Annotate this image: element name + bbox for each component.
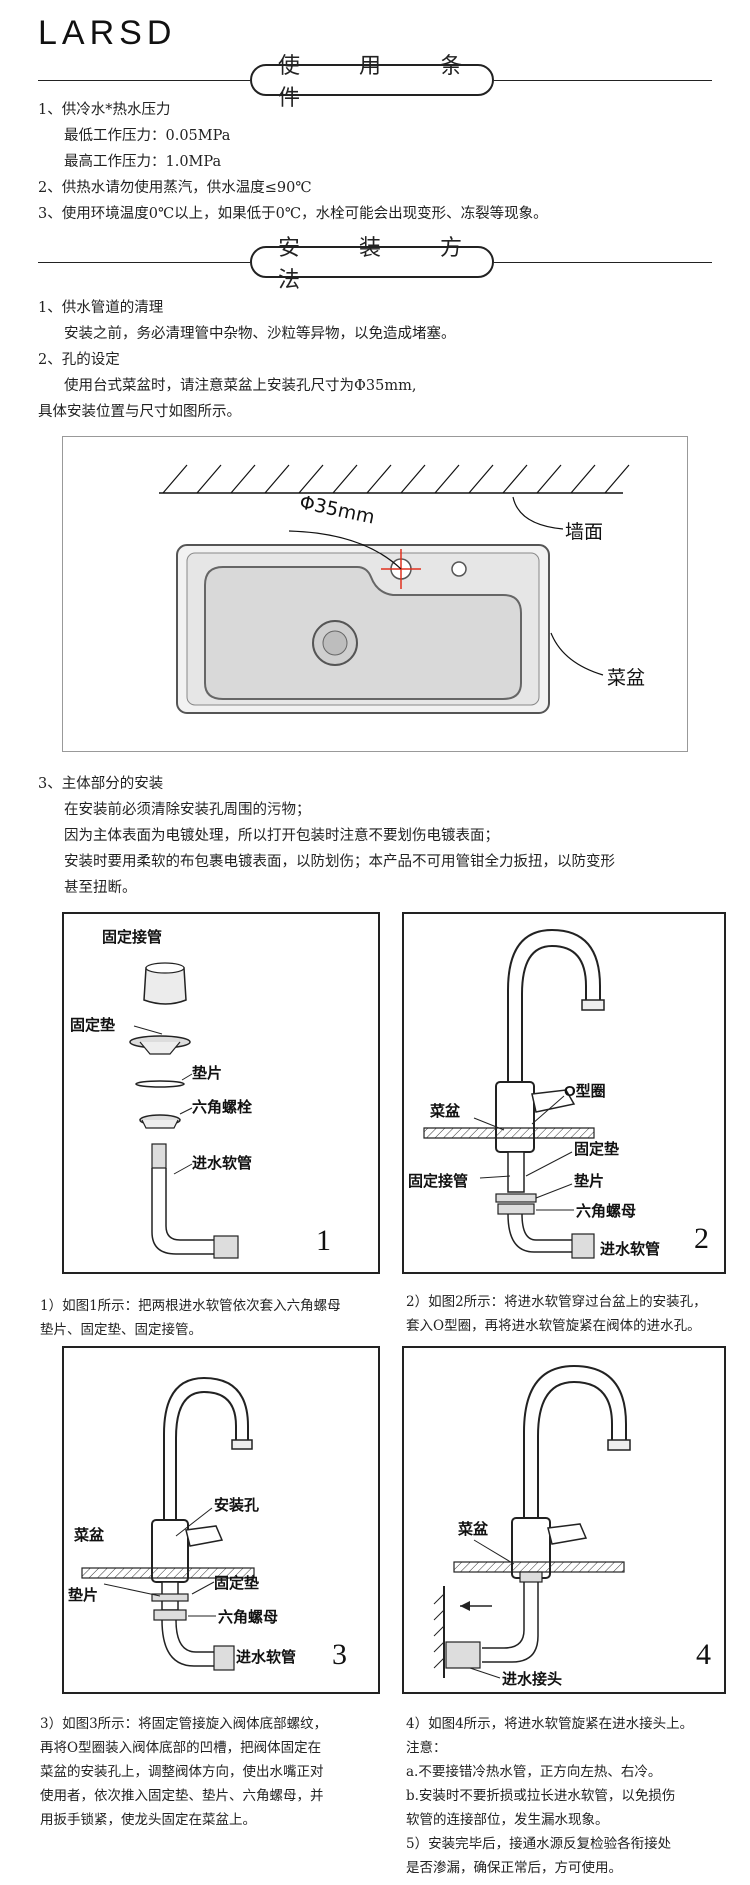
wall-label: 墙面 (565, 521, 604, 543)
install-line-1: 1、供水管道的清理 (38, 300, 164, 316)
fig4-label-connector: 进水接头 (502, 1671, 563, 1688)
fig4-caption-4: b.安装时不要折损或拉长进水软管，以免损伤 (406, 1788, 676, 1804)
fig1-caption-2: 垫片、固定垫、固定接管。 (40, 1322, 202, 1338)
fig2-label-connector: 固定接管 (408, 1173, 469, 1190)
title-rule-right-2 (494, 262, 712, 263)
fig3-caption-2: 再将O型圈装入阀体底部的凹槽，把阀体固定在 (40, 1740, 322, 1756)
fig1-label-gasket: 垫片 (192, 1065, 223, 1082)
fig4-caption-2: 注意： (406, 1740, 447, 1756)
usage-line-4: 2、供热水请勿使用蒸汽，供水温度≤90℃ (38, 180, 312, 196)
fig3-label-pad: 固定垫 (214, 1575, 260, 1592)
fig4-label-basin: 菜盆 (458, 1521, 489, 1538)
figure-2: 菜盆 O型圈 固定垫 固定接管 垫片 六角螺母 进水软管 2 (402, 912, 726, 1274)
fig3-label-nut: 六角螺母 (218, 1609, 279, 1626)
fig2-label-hose: 进水软管 (600, 1241, 661, 1258)
fig4-caption-5: 软管的连接部位，发生漏水现象。 (406, 1812, 609, 1828)
fig3-caption-1: 3）如图3所示：将固定管接旋入阀体底部螺纹， (40, 1716, 328, 1732)
install-line-4: 使用台式菜盆时，请注意菜盆上安装孔尺寸为Φ35mm, (64, 378, 417, 394)
fig1-label-hose: 进水软管 (192, 1155, 253, 1172)
body-install-line-4: 安装时要用柔软的布包裹电镀表面，以防划伤；本产品不可用管钳全力扳扭，以防变形 (64, 854, 615, 870)
fig2-number: 2 (694, 1222, 709, 1255)
figure-1: 固定接管 固定垫 垫片 六角螺栓 进水软管 1 (62, 912, 380, 1274)
fig2-caption-1: 2）如图2所示：将进水软管穿过台盆上的安装孔， (406, 1294, 707, 1310)
usage-line-5: 3、使用环境温度0℃以上，如果低于0℃，水栓可能会出现变形、冻裂等现象。 (38, 206, 548, 222)
body-install-line-3: 因为主体表面为电镀处理，所以打开包装时注意不要划伤电镀表面； (64, 828, 499, 844)
fig3-label-gasket: 垫片 (68, 1587, 99, 1604)
section-title-usage: 使 用 条 件 (250, 54, 494, 111)
fig3-caption-3: 菜盆的安装孔上，调整阀体方向，使出水嘴正对 (40, 1764, 324, 1780)
fig3-label-basin: 菜盆 (74, 1527, 105, 1544)
usage-line-3: 最高工作压力：1.0MPa (64, 154, 222, 170)
fig3-label-hose: 进水软管 (236, 1649, 297, 1666)
fig2-label-nut: 六角螺母 (576, 1203, 637, 1220)
fig1-label-bolt: 六角螺栓 (192, 1099, 253, 1116)
fig4-caption-7: 是否渗漏，确保正常后，方可使用。 (406, 1860, 622, 1876)
fig2-label-oring: O型圈 (564, 1083, 606, 1100)
fig3-number: 3 (332, 1638, 347, 1671)
figure-4: 菜盆 进水接头 4 (402, 1346, 726, 1694)
fig2-label-gasket: 垫片 (574, 1173, 605, 1190)
fig4-caption-3: a.不要接错冷热水管，正方向左热、右冷。 (406, 1764, 662, 1780)
usage-line-1: 1、供冷水*热水压力 (38, 102, 171, 118)
fig2-label-pad: 固定垫 (574, 1141, 620, 1158)
title-rule-left (38, 80, 250, 81)
fig2-label-basin: 菜盆 (430, 1103, 461, 1120)
fig3-caption-5: 用扳手锁紧，使龙头固定在菜盆上。 (40, 1812, 256, 1828)
fig1-number: 1 (316, 1224, 331, 1257)
fig1-caption-1: 1）如图1所示：把两根进水软管依次套入六角螺母 (40, 1298, 341, 1314)
body-install-line-2: 在安装前必须清除安装孔周围的污物； (64, 802, 311, 818)
install-line-5: 具体安装位置与尺寸如图所示。 (38, 404, 241, 420)
fig4-caption-1: 4）如图4所示，将进水软管旋紧在进水接头上。 (406, 1716, 694, 1732)
title-rule-right (494, 80, 712, 81)
install-line-3: 2、孔的设定 (38, 352, 120, 368)
section-title-install: 安 装 方 法 (250, 236, 494, 293)
fig1-label-connector: 固定接管 (102, 929, 163, 946)
fig3-caption-4: 使用者，依次推入固定垫、垫片、六角螺母，并 (40, 1788, 324, 1804)
figure-3: 菜盆 安装孔 垫片 固定垫 六角螺母 进水软管 3 (62, 1346, 380, 1694)
fig4-caption-6: 5）安装完毕后，接通水源反复检验各衔接处 (406, 1836, 672, 1852)
body-install-line-5: 甚至扭断。 (64, 880, 137, 896)
brand-logo: LARSD (38, 14, 177, 52)
fig3-label-hole: 安装孔 (214, 1497, 260, 1514)
fig4-number: 4 (696, 1638, 711, 1671)
install-line-2: 安装之前，务必清理管中杂物、沙粒等异物，以免造成堵塞。 (64, 326, 456, 342)
sink-installation-diagram: Φ35mm 墙面 菜盆 (62, 436, 688, 752)
usage-line-2: 最低工作压力：0.05MPa (64, 128, 231, 144)
title-rule-left-2 (38, 262, 250, 263)
body-install-line-1: 3、主体部分的安装 (38, 776, 164, 792)
fig2-caption-2: 套入O型圈，再将进水软管旋紧在阀体的进水孔。 (406, 1318, 701, 1334)
basin-label: 菜盆 (607, 667, 646, 689)
fig1-label-pad: 固定垫 (70, 1017, 116, 1034)
